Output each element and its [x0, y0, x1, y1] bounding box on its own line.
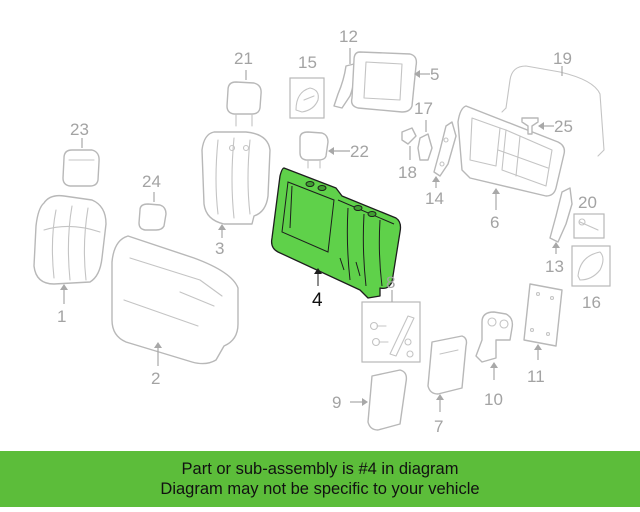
callout-8[interactable]: 8: [386, 273, 395, 292]
callout-1[interactable]: 1: [57, 307, 66, 326]
callout-23[interactable]: 23: [70, 120, 89, 139]
callout-3[interactable]: 3: [215, 239, 224, 258]
part-16-cover[interactable]: [571, 245, 611, 287]
callout-6[interactable]: 6: [490, 213, 499, 232]
part-25-fastener[interactable]: [521, 117, 539, 135]
callout-2[interactable]: 2: [151, 369, 160, 388]
callout-22[interactable]: 22: [350, 142, 369, 161]
part-1-seat-back[interactable]: [33, 194, 107, 285]
callout-14[interactable]: 14: [425, 189, 444, 208]
part-20-bolt[interactable]: [573, 213, 605, 239]
part-19-wire[interactable]: [501, 65, 605, 157]
callout-18[interactable]: 18: [398, 163, 417, 182]
part-7-panel[interactable]: [427, 335, 468, 395]
part-24-headrest[interactable]: [138, 203, 167, 231]
part-17-bracket[interactable]: [417, 133, 433, 161]
callout-21[interactable]: 21: [234, 49, 253, 68]
part-22-headrest[interactable]: [299, 131, 329, 169]
part-15-handle[interactable]: [289, 77, 325, 119]
callout-16[interactable]: 16: [582, 293, 601, 312]
callout-19[interactable]: 19: [553, 49, 572, 68]
callout-5[interactable]: 5: [430, 65, 439, 84]
part-9-panel[interactable]: [367, 369, 408, 431]
part-8-hardware-kit[interactable]: [361, 301, 421, 363]
callout-25[interactable]: 25: [554, 117, 573, 136]
part-2-seat-cushion[interactable]: [111, 235, 239, 365]
part-3-seat-back[interactable]: [201, 131, 271, 225]
callout-7[interactable]: 7: [434, 417, 443, 436]
callout-4[interactable]: 4: [312, 290, 323, 311]
banner-line-1: Part or sub-assembly is #4 in diagram: [181, 460, 459, 478]
callout-10[interactable]: 10: [484, 390, 503, 409]
info-banner: Part or sub-assembly is #4 in diagram Di…: [0, 451, 640, 507]
part-23-headrest[interactable]: [62, 149, 100, 187]
callout-13[interactable]: 13: [545, 257, 564, 276]
part-21-headrest[interactable]: [226, 81, 262, 127]
part-5-frame[interactable]: [350, 51, 418, 113]
part-14-hinge[interactable]: [433, 121, 457, 177]
callout-9[interactable]: 9: [332, 393, 341, 412]
callout-15[interactable]: 15: [298, 53, 317, 72]
part-13-hinge[interactable]: [549, 187, 573, 243]
part-11-panel[interactable]: [523, 283, 563, 347]
callout-17[interactable]: 17: [414, 99, 433, 118]
callout-24[interactable]: 24: [142, 172, 161, 191]
callout-20[interactable]: 20: [578, 193, 597, 212]
part-18-clip[interactable]: [401, 127, 417, 145]
part-6-frame[interactable]: [457, 105, 566, 197]
callout-11[interactable]: 11: [527, 367, 545, 386]
banner-line-2: Diagram may not be specific to your vehi…: [160, 480, 480, 498]
part-10-bracket[interactable]: [475, 311, 514, 363]
part-4-seat-back-assembly[interactable]: [270, 167, 402, 299]
callout-12[interactable]: 12: [339, 27, 358, 46]
